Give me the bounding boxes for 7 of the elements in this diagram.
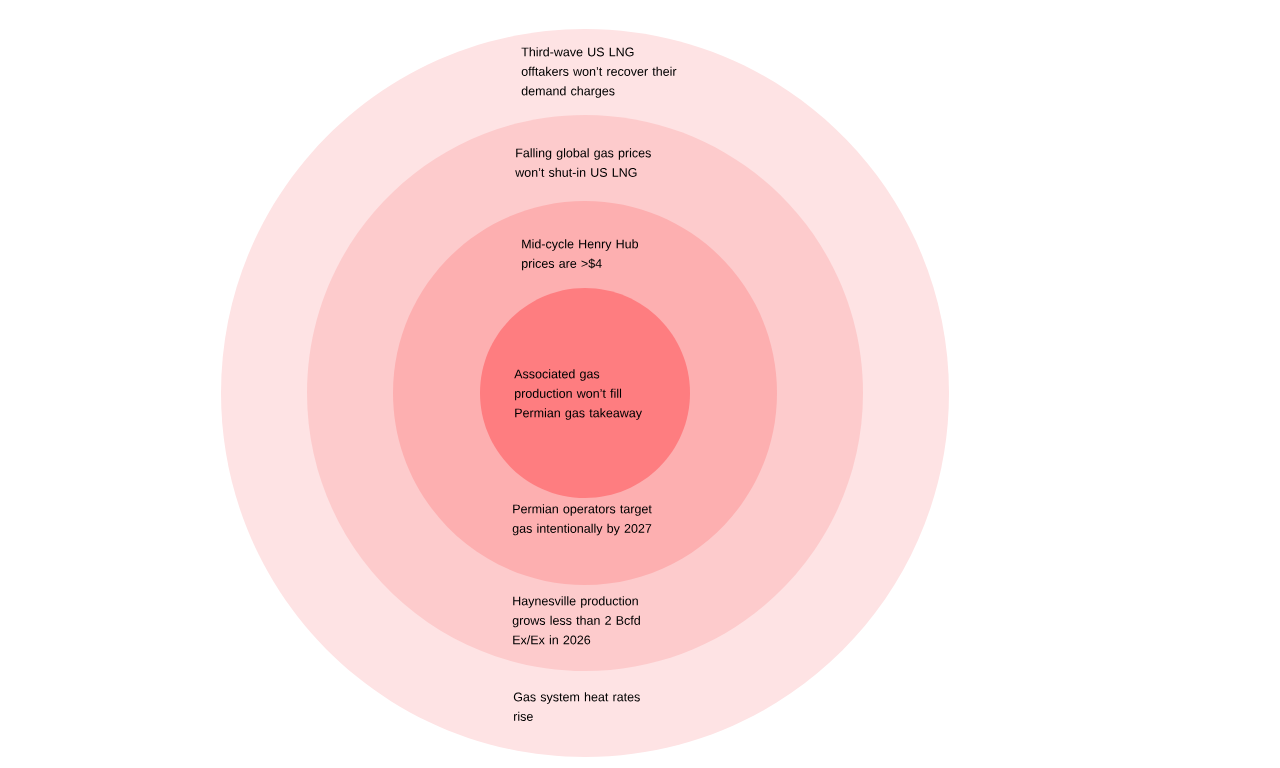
ring-label: Gas system heat rates rise bbox=[513, 692, 640, 721]
ring-label: Mid-cycle Henry Hub prices are >$4 bbox=[522, 239, 639, 271]
ring-label: Haynesville production grows less than 2 Bcfd Ex/Ex in 2026 bbox=[512, 596, 640, 645]
ring-label: Third-wave US LNG offtakers won’t recover their demand charges bbox=[521, 47, 677, 98]
ring-label: Associated gas production won’t fill Permian gas takeaway bbox=[514, 369, 642, 420]
ring-label: Falling global gas prices won’t shut-in US LNG bbox=[515, 148, 651, 177]
ring-label: Permian operators target gas intentionally by 2027 bbox=[512, 504, 652, 536]
